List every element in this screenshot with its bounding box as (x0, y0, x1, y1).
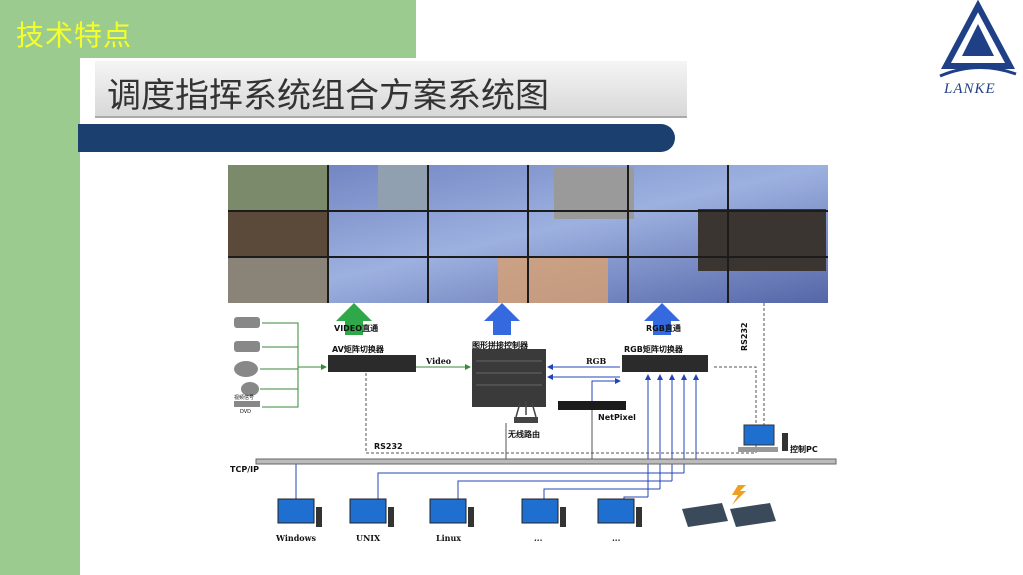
rgb-line-label: RGB (586, 356, 607, 366)
dvd-label: DVD (240, 409, 252, 415)
video-direct-arrow (336, 303, 372, 335)
graphics-controller-box (472, 349, 546, 407)
rgb-direct-arrow (644, 303, 680, 335)
av-matrix-label: AV矩阵切换器 (332, 345, 384, 354)
controller-arrow (484, 303, 520, 335)
tcpip-label: TCP/IP (230, 465, 259, 474)
video-line-label: Video (426, 356, 452, 366)
title-box: 调度指挥系统组合方案系统图 (95, 61, 687, 118)
rgb-matrix-label: RGB矩阵切换器 (624, 345, 683, 354)
rs232-vertical-label: RS232 (740, 322, 749, 351)
netpixel-label: NetPixel (598, 413, 636, 422)
title-underline-bar (78, 124, 675, 152)
router-box (514, 417, 538, 423)
rs232-label: RS232 (374, 442, 403, 451)
terminal-label: Windows (276, 533, 317, 543)
green-side-band (0, 0, 80, 575)
video-source-label: 视频信号 (234, 395, 255, 401)
control-pc-label: 控制PC (790, 445, 818, 454)
netpixel-box (558, 401, 626, 410)
lanke-logo-icon (939, 0, 1017, 78)
logo-text: LANKE (944, 81, 996, 97)
rgb-matrix-box (622, 355, 708, 372)
controller-label: 图形拼接控制器 (472, 341, 528, 350)
rgb-direct-label: RGB直通 (646, 324, 681, 333)
green-header-band (0, 0, 416, 58)
wireless-router-label: 无线路由 (508, 430, 540, 439)
terminal-label: Linux (436, 533, 462, 543)
terminal-label: ... (534, 533, 543, 543)
terminal-label: UNIX (356, 533, 381, 543)
terminal-label: ... (612, 533, 621, 543)
av-matrix-box (328, 355, 416, 372)
diagram-graphics (228, 165, 837, 527)
system-diagram: VIDEO直通 图形拼接控制器 RGB直通 AV矩阵切换器 RGB矩阵切换器 V… (226, 163, 838, 555)
section-title: 技术特点 (16, 19, 133, 52)
tcpip-bus (255, 458, 837, 465)
video-direct-label: VIDEO直通 (334, 324, 379, 333)
slide-title: 调度指挥系统组合方案系统图 (107, 76, 549, 116)
terminal-pcs (277, 485, 776, 527)
